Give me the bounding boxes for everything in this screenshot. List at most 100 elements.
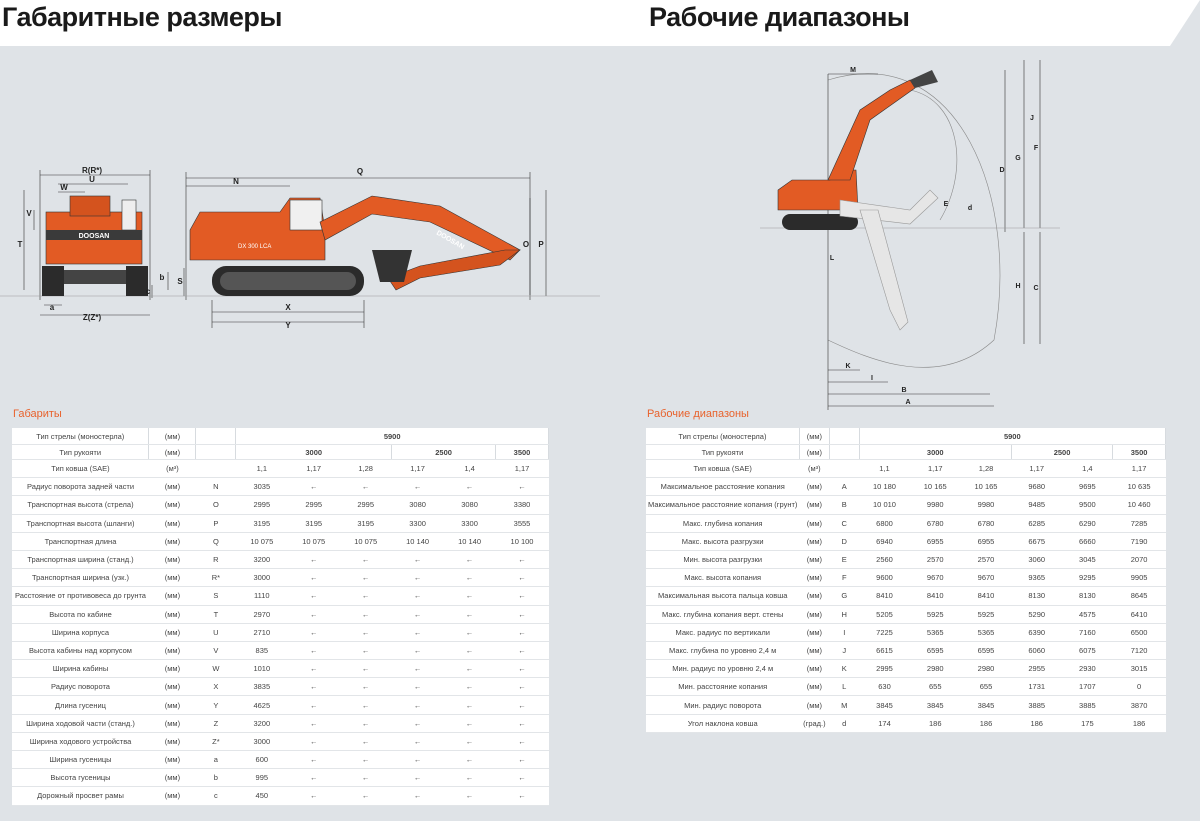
row-unit: (мм)	[148, 659, 196, 679]
row-unit: (м³)	[799, 459, 830, 479]
row-code: T	[195, 605, 236, 624]
row-value: 2955	[1011, 659, 1063, 679]
row-unit: (мм)	[799, 695, 830, 715]
row-value: 1707	[1062, 677, 1113, 697]
row-value: 1,1	[859, 459, 910, 479]
table-row: Транспортная ширина (узк.)(мм)R*3000←←←←…	[12, 568, 549, 588]
row-name: Макс. радиус по вертикали	[646, 623, 800, 642]
row-value: ←	[495, 586, 549, 606]
row-value: 6800	[859, 514, 910, 533]
row-unit: (мм)	[148, 586, 196, 606]
row-value: 2560	[859, 550, 910, 570]
row-value: 3080	[443, 495, 496, 515]
row-value: 8410	[960, 586, 1012, 606]
row-name: Максимальное расстояние копания	[646, 477, 800, 497]
svg-text:d: d	[968, 205, 972, 212]
ranges-table: Тип стрелы (моностерла) (мм) 5900 Тип ру…	[646, 428, 1167, 733]
row-code: a	[195, 750, 236, 770]
row-code: K	[829, 659, 860, 679]
arm-value: 2500	[391, 444, 497, 460]
svg-text:U: U	[89, 175, 95, 184]
svg-text:W: W	[60, 183, 68, 192]
table-header-row: Тип рукояти (мм) 3000 2500 3500	[646, 444, 1166, 460]
svg-text:J: J	[1030, 115, 1034, 122]
row-value: ←	[443, 659, 496, 679]
row-value: 1010	[235, 659, 288, 679]
row-value: 10 075	[339, 532, 392, 551]
row-value: ←	[391, 714, 444, 733]
row-value: 2970	[235, 605, 288, 624]
title-bar-left: Габаритные размеры	[0, 0, 600, 46]
row-value: 8130	[1011, 586, 1063, 606]
row-value: 6660	[1062, 532, 1113, 551]
row-unit: (мм)	[799, 550, 830, 570]
row-value: 600	[235, 750, 288, 770]
row-code: D	[829, 532, 860, 551]
row-value: 3885	[1011, 695, 1063, 715]
row-code: U	[195, 623, 236, 642]
row-value: ←	[339, 768, 392, 788]
row-value: ←	[495, 550, 549, 570]
row-value: 2570	[909, 550, 961, 570]
row-value: 1,1	[235, 459, 288, 479]
row-unit: (град.)	[799, 714, 830, 733]
row-value: 6675	[1011, 532, 1063, 551]
row-value: 1,4	[443, 459, 496, 479]
row-value: 9905	[1112, 568, 1166, 588]
row-value: ←	[495, 786, 549, 806]
row-code	[829, 459, 860, 479]
row-value: ←	[443, 586, 496, 606]
row-value: 6595	[960, 641, 1012, 661]
row-value: 2980	[909, 659, 961, 679]
row-name: Максимальное расстояние копания (грунт)	[646, 495, 800, 515]
row-value: 2995	[339, 495, 392, 515]
row-value: ←	[495, 477, 549, 497]
row-unit: (мм)	[799, 532, 830, 551]
row-value: 6595	[909, 641, 961, 661]
table-row: Расстояние от противовеса до грунта(мм)S…	[12, 586, 549, 606]
row-value: ←	[495, 732, 549, 752]
row-value: 186	[1112, 714, 1166, 733]
row-value: ←	[495, 605, 549, 624]
row-value: ←	[495, 714, 549, 733]
row-value: ←	[339, 714, 392, 733]
svg-text:M: M	[850, 67, 856, 74]
svg-text:DX 300 LCA: DX 300 LCA	[238, 244, 271, 250]
row-unit: (мм)	[148, 732, 196, 752]
row-value: 10 075	[287, 532, 340, 551]
row-value: 2995	[859, 659, 910, 679]
row-value: 5365	[960, 623, 1012, 642]
row-name: Радиус поворота	[12, 677, 149, 697]
row-value: 6615	[859, 641, 910, 661]
row-value: 6780	[909, 514, 961, 533]
svg-text:b: b	[160, 273, 165, 282]
row-value: 3300	[391, 514, 444, 533]
row-value: 3045	[1062, 550, 1113, 570]
boom-value: 5900	[859, 428, 1167, 445]
page-title-dimensions: Габаритные размеры	[2, 2, 282, 32]
section-label-ranges: Рабочие диапазоны	[647, 408, 749, 420]
row-code: R*	[195, 568, 236, 588]
row-value: 9980	[909, 495, 961, 515]
row-value: 655	[909, 677, 961, 697]
row-name: Длина гусениц	[12, 695, 149, 715]
row-value: 3195	[235, 514, 288, 533]
row-value: 450	[235, 786, 288, 806]
row-value: ←	[287, 623, 340, 642]
row-value: ←	[287, 605, 340, 624]
section-label-dimensions: Габариты	[13, 408, 62, 420]
arm-type-label: Тип рукояти	[646, 444, 800, 460]
svg-text:C: C	[1033, 285, 1038, 292]
row-value: 3000	[235, 568, 288, 588]
